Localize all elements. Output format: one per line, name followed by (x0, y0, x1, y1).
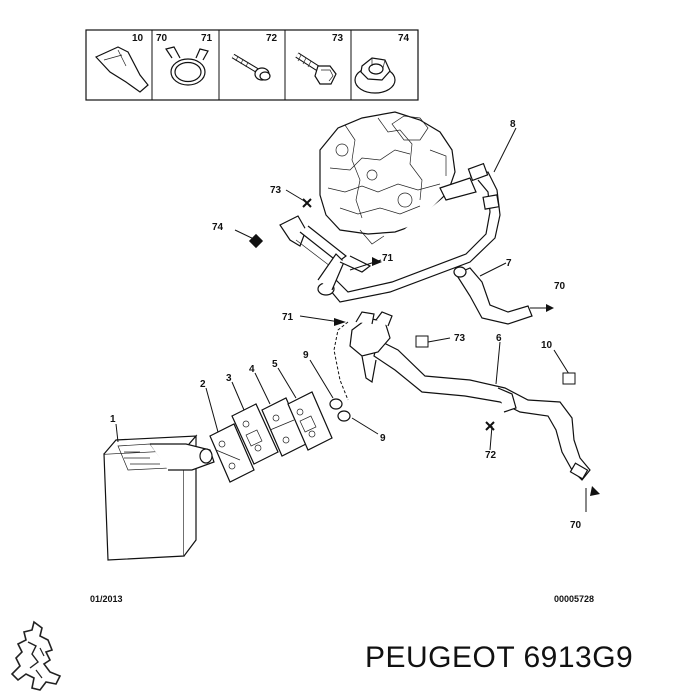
diagram-reference: 00005728 (554, 594, 595, 604)
callout-7: 7 (506, 258, 512, 269)
hose-7 (453, 266, 533, 325)
diagram-date: 01/2013 (90, 594, 123, 604)
gasket-2 (209, 423, 255, 483)
clip-icon (94, 46, 149, 93)
callout-10: 10 (541, 340, 553, 351)
callout-4: 4 (249, 364, 255, 375)
heater-plates (209, 391, 351, 483)
callout-73: 73 (270, 185, 282, 196)
callout-72: 72 (485, 450, 497, 461)
callout-9: 9 (380, 433, 386, 444)
callout-5: 5 (272, 359, 278, 370)
callout-3: 3 (226, 373, 232, 384)
peugeot-lion-logo (10, 620, 62, 691)
hose-clamp-icon (165, 46, 209, 86)
leader-lines (115, 127, 600, 512)
legend-strip: 10 70 71 72 73 74 (85, 29, 419, 101)
screw-icon (231, 53, 271, 81)
legend-code-74: 74 (398, 33, 410, 44)
callout-71: 71 (282, 312, 294, 323)
callout-74: 74 (212, 222, 224, 233)
bolt-icon (295, 52, 337, 85)
plate-5 (287, 391, 333, 451)
plate-3 (231, 403, 279, 465)
callout-71: 71 (382, 253, 394, 264)
callout-9: 9 (303, 350, 309, 361)
legend-code-73: 73 (332, 33, 344, 44)
callout-70: 70 (570, 520, 582, 531)
connector-block (333, 311, 393, 401)
callout-70: 70 (554, 281, 566, 292)
mounting-bracket (279, 215, 372, 296)
callout-6: 6 (496, 333, 502, 344)
brand-part-number: PEUGEOT 6913G9 (365, 641, 634, 674)
legend-code-10: 10 (132, 33, 144, 44)
engine-block (319, 111, 456, 245)
callout-labels: 8 73 74 71 7 70 71 73 6 10 9 9 2 3 4 5 1… (110, 119, 582, 531)
o-rings-9 (329, 398, 351, 422)
legend-code-71: 71 (201, 33, 213, 44)
heater-matrix-1 (103, 434, 215, 561)
callout-73: 73 (454, 333, 466, 344)
callout-8: 8 (510, 119, 516, 130)
hose-6 (373, 339, 591, 481)
legend-code-70: 70 (156, 33, 168, 44)
callout-2: 2 (200, 379, 206, 390)
legend-code-72: 72 (266, 33, 278, 44)
flange-nut-icon (354, 57, 396, 94)
callout-1: 1 (110, 414, 116, 425)
